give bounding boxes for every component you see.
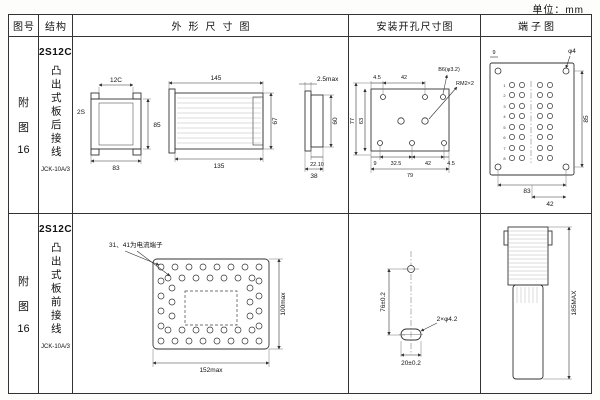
header-figure: 图号 <box>9 15 39 37</box>
dim-67: 67 <box>272 117 279 125</box>
figure-char: 图 <box>18 122 29 134</box>
relay-body <box>512 284 543 379</box>
outline-drawing-rear-wiring: 12C 2S 83 85 145 <box>77 75 339 180</box>
dim-63: 63 <box>359 118 365 124</box>
header-mounting-label: 安装开孔尺寸图 <box>376 22 454 33</box>
figure-number: 16 <box>17 322 30 335</box>
terminal-plate <box>489 62 574 176</box>
figure-cell-row1: 附 图 16 <box>9 37 39 214</box>
structure-cell-row1: 2S12C 凸出式板后接线 JCK-10A/3 <box>39 37 73 214</box>
header-outline-label: 外形尺寸图 <box>171 22 257 33</box>
dim-42-bottom: 42 <box>425 161 431 167</box>
dim-4-5-top: 4.5 <box>373 75 381 81</box>
terminal-row-number: 1 <box>503 83 506 88</box>
figure-number: 16 <box>17 144 30 156</box>
dim-20: 20±0.2 <box>401 360 421 367</box>
front-wiring-board-drawing: 31、41为电流端子 <box>109 240 287 374</box>
figure-cell-row2: 附 图 16 <box>9 214 39 393</box>
dim-42-top: 42 <box>401 75 407 81</box>
front-view <box>90 92 142 156</box>
terminal-diagram-rear: φ4 9 <box>489 48 590 208</box>
header-structure: 结构 <box>39 15 73 37</box>
dim-2-5max: 2.5max <box>317 76 339 83</box>
thread-spec-rm2: RM2×2 <box>456 81 474 87</box>
header-figure-label: 图号 <box>13 22 35 33</box>
hatch-lines <box>177 97 261 144</box>
dim-83-terminal: 83 <box>523 188 531 195</box>
header-outline: 外形尺寸图 <box>73 15 349 37</box>
header-mounting: 安装开孔尺寸图 <box>349 15 481 37</box>
dim-79-total: 79 <box>407 173 413 179</box>
terminal-row-number: 4 <box>503 114 506 119</box>
header-terminal: 端子图 <box>481 15 591 37</box>
dim-9-offset: 9 <box>492 50 495 56</box>
mounting-cell-row2: 76±0.2 2×φ4.2 20±0.2 <box>349 214 481 393</box>
terminal-row-number: 3 <box>503 104 506 109</box>
corner-screw-holes <box>494 67 569 171</box>
structure-desc: 凸出式板前接线 <box>49 242 62 337</box>
terminal-row-number: 7 <box>503 146 506 151</box>
hole-spec-phi42: 2×φ4.2 <box>437 316 458 323</box>
spec-table: 图号 结构 外形尺寸图 安装开孔尺寸图 端子图 附 图 16 2S12C 凸出式… <box>8 14 592 394</box>
structure-cell-row2: 2S12C 凸出式板前接线 JCK-10A/3 <box>39 214 73 393</box>
board-outline <box>152 258 270 349</box>
dim-12c: 12C <box>110 77 122 84</box>
dim-60: 60 <box>332 117 339 125</box>
dim-145: 145 <box>211 75 222 82</box>
body-grille <box>516 286 537 303</box>
current-terminal-note: 31、41为电流端子 <box>109 240 163 249</box>
dim-76: 76±0.2 <box>380 291 387 311</box>
dim-85-terminal: 85 <box>583 115 590 123</box>
mounting-drawing-rear: 4.5 42 B6(φ3.2) RM2×2 77 63 9 <box>350 67 474 179</box>
structure-desc: 凸出式板后接线 <box>49 65 62 160</box>
connector-ridges <box>507 230 548 279</box>
dim-2s: 2S <box>77 109 86 116</box>
board-terminals <box>157 263 263 344</box>
dim-77: 77 <box>350 118 356 124</box>
terminal-row-number: 2 <box>503 93 506 98</box>
figure-char: 图 <box>18 300 29 313</box>
structure-model: 2S12C <box>39 47 73 58</box>
dim-phi4: φ4 <box>568 48 576 55</box>
dim-100max: 100max <box>280 291 287 315</box>
rear-view <box>304 90 324 152</box>
dim-38: 38 <box>310 173 318 180</box>
drill-holes <box>377 94 447 146</box>
terminal-row-number: 6 <box>503 135 506 140</box>
structure-type: JCK-10A/3 <box>40 343 70 350</box>
cutout-outline <box>370 88 450 152</box>
figure-char: 附 <box>18 275 29 288</box>
dim-185max: 185MAX <box>571 289 578 315</box>
dim-22-10: 22.10 <box>310 162 324 168</box>
structure-type: JCK-10A/3 <box>40 166 70 173</box>
dim-135: 135 <box>214 163 225 170</box>
mounting-cell-row1: 4.5 42 B6(φ3.2) RM2×2 77 63 9 <box>349 37 481 214</box>
dim-83: 83 <box>112 165 120 172</box>
dim-42-terminal: 42 <box>546 201 554 208</box>
figure-char: 附 <box>18 97 29 109</box>
terminal-cell-row2: 185MAX <box>481 214 591 393</box>
dim-152max: 152max <box>199 367 223 374</box>
terminal-screws <box>508 82 553 161</box>
dim-4-5-bottom: 4.5 <box>447 161 455 167</box>
outline-cell-row2: 31、41为电流端子 <box>73 214 349 393</box>
mounting-drawing-front: 76±0.2 2×φ4.2 20±0.2 <box>380 250 458 367</box>
side-view <box>168 88 264 154</box>
terminal-row-number: 5 <box>503 125 506 130</box>
dim-85: 85 <box>153 122 161 129</box>
terminal-cell-row1: φ4 9 <box>481 37 591 214</box>
header-terminal-label: 端子图 <box>518 22 557 33</box>
structure-model: 2S12C <box>39 224 73 235</box>
dim-32-5: 32.5 <box>391 161 402 167</box>
dim-9-bottom: 9 <box>373 161 376 167</box>
center-cutout <box>184 290 238 325</box>
unit-label: 单位：mm <box>532 5 584 16</box>
terminal-row-number: 8 <box>503 156 506 161</box>
hole-spec-b6: B6(φ3.2) <box>438 67 460 73</box>
terminal-side-view: 185MAX <box>503 226 578 379</box>
outline-cell-row1: 12C 2S 83 85 145 <box>73 37 349 214</box>
plug-connector <box>503 226 552 285</box>
header-structure-label: 结构 <box>45 22 67 33</box>
